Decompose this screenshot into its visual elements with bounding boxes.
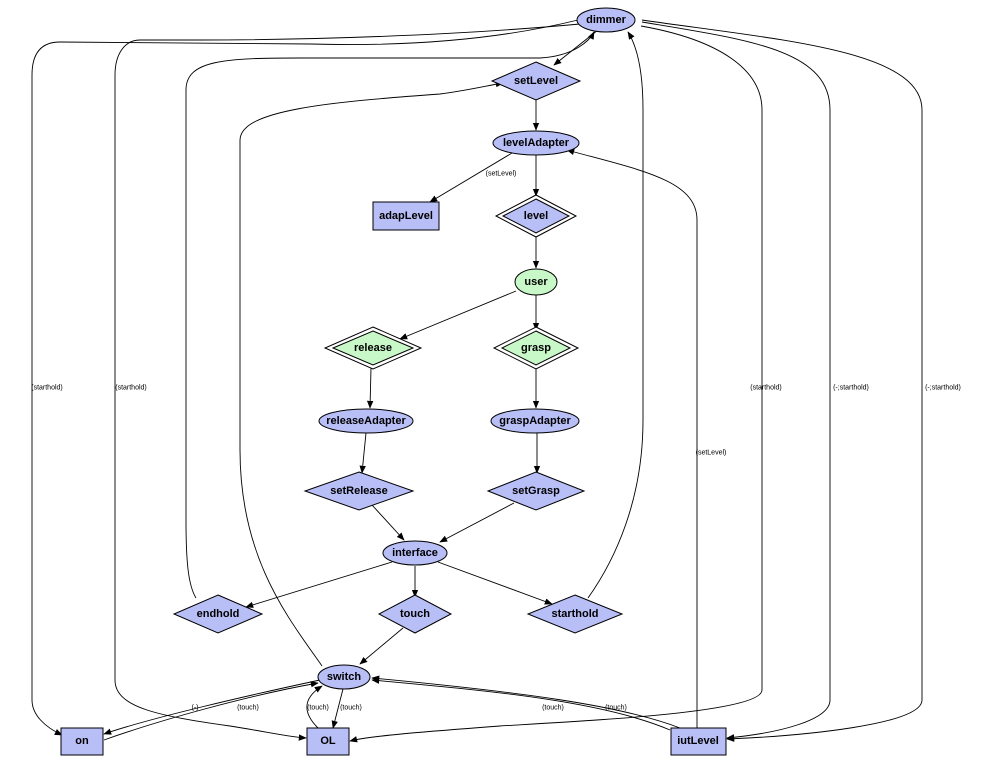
node-setlevel-label: setLevel [514, 75, 558, 87]
edge-iutlevel-leveladapter [566, 148, 698, 728]
edge-label-dimmer-iutlevel-1: (starthold) [750, 385, 782, 392]
edge-iutlevel-switch-1 [371, 677, 671, 731]
nodes: dimmer setLevel levelAdapter adapLevel l… [60, 7, 727, 756]
node-interface[interactable]: interface [382, 540, 448, 566]
edge-interface-starthold [437, 561, 553, 605]
edge-label-on-switch: (touch) [237, 705, 259, 712]
edge-ol-switch [306, 685, 323, 729]
node-setlevel[interactable]: setLevel [490, 61, 582, 101]
edge-leveladapter-adaplevel [429, 152, 513, 203]
edge-switch-setlevel [239, 80, 504, 667]
edge-dimmer-on [31, 19, 579, 736]
node-ol[interactable]: OL [306, 727, 350, 756]
node-adaplevel[interactable]: adapLevel [372, 201, 440, 231]
node-setrelease-label: setRelease [330, 485, 388, 497]
edge-release-releaseadapter [366, 367, 374, 409]
node-graspadapter[interactable]: graspAdapter [490, 408, 580, 434]
node-starthold-label: starthold [551, 608, 598, 620]
edge-label-dimmer-ol: (starthold) [115, 385, 147, 392]
node-releaseadapter-label: releaseAdapter [326, 415, 406, 427]
node-level-label: level [524, 210, 548, 222]
node-touch[interactable]: touch [377, 594, 453, 634]
node-touch-label: touch [400, 608, 430, 620]
node-release[interactable]: release [323, 326, 423, 370]
node-dimmer[interactable]: dimmer [576, 7, 636, 33]
node-grasp[interactable]: grasp [492, 326, 580, 370]
node-releaseadapter[interactable]: releaseAdapter [318, 408, 414, 434]
edge-label-switch-ol: (touch) [340, 705, 362, 712]
node-interface-label: interface [392, 547, 438, 559]
node-on[interactable]: on [60, 727, 104, 756]
node-grasp-label: grasp [521, 342, 551, 354]
edge-dimmer-iutlevel-2 [641, 21, 831, 741]
edges [31, 19, 923, 743]
node-setrelease[interactable]: setRelease [303, 471, 415, 511]
node-switch[interactable]: switch [317, 664, 371, 690]
node-setgrasp[interactable]: setGrasp [486, 471, 586, 511]
edge-iutlevel-switch-2 [371, 675, 681, 729]
edge-label-dimmer-iutlevel-2: (-;starthold) [833, 385, 869, 392]
edge-setrelease-interface [371, 504, 405, 541]
node-iutlevel-label: iutLevel [677, 735, 719, 747]
edge-starthold-dimmer [587, 31, 644, 599]
node-ol-label: OL [320, 735, 336, 747]
node-adaplevel-label: adapLevel [379, 210, 433, 222]
node-endhold-label: endhold [197, 608, 240, 620]
node-release-label: release [354, 342, 392, 354]
edge-labels: (setLevel) (starthold) (starthold) (star… [31, 171, 961, 712]
edge-interface-endhold [245, 561, 393, 608]
edge-label-iutlevel-switch-1: (touch) [542, 705, 564, 712]
node-user[interactable]: user [514, 268, 558, 296]
edge-switch-on [103, 679, 321, 735]
edge-label-dimmer-on: (starthold) [31, 385, 63, 392]
edge-label-leveladapter-adaplevel: (setLevel) [486, 171, 517, 178]
edge-releaseadapter-setrelease [359, 432, 367, 474]
node-starthold[interactable]: starthold [526, 594, 624, 634]
node-switch-label: switch [327, 671, 362, 683]
node-iutlevel[interactable]: iutLevel [670, 727, 727, 756]
node-setgrasp-label: setGrasp [512, 485, 560, 497]
edge-dimmer-iutlevel-3 [641, 19, 923, 742]
node-on-label: on [75, 735, 89, 747]
edge-on-switch [103, 681, 319, 741]
edge-label-iutlevel-leveladapter: (setLevel) [696, 450, 727, 457]
edge-endhold-dimmer [185, 31, 595, 599]
node-endhold[interactable]: endhold [172, 594, 264, 634]
edge-dimmer-ol [114, 23, 581, 741]
edge-dimmer-iutlevel-1 [349, 25, 763, 743]
edge-label-dimmer-iutlevel-3: (-;starthold) [925, 385, 961, 392]
edge-dimmer-setlevel [553, 29, 599, 66]
node-leveladapter[interactable]: levelAdapter [492, 130, 580, 156]
node-level[interactable]: level [494, 194, 578, 238]
node-dimmer-label: dimmer [586, 14, 626, 26]
edge-touch-switch [359, 627, 404, 665]
edge-label-switch-on: (-) [192, 705, 199, 712]
edge-label-iutlevel-switch-2: (touch) [605, 705, 627, 712]
edge-switch-ol [331, 688, 344, 729]
node-user-label: user [524, 276, 548, 288]
edge-user-release [399, 290, 517, 340]
node-leveladapter-label: levelAdapter [503, 137, 570, 149]
edge-setgrasp-interface [439, 502, 515, 543]
edge-label-ol-switch: (touch) [307, 705, 329, 712]
node-graspadapter-label: graspAdapter [499, 415, 571, 427]
